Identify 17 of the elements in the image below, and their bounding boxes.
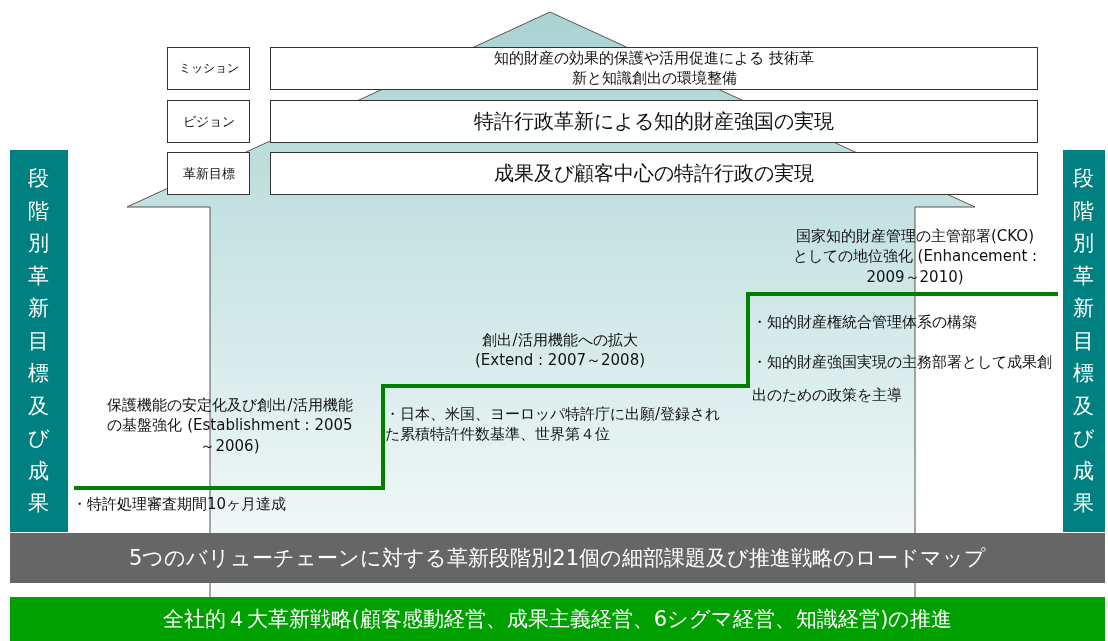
stage-heading: 創出/活用機能への拡大 (Extend : 2007～2008) [473, 330, 647, 371]
row-label: ミッション [167, 47, 250, 90]
strategy-bar: 全社的４大革新戦略(顧客感動経営、成果主義経営、6シグマ経営、知識経営)の推進 [10, 597, 1105, 641]
stage-heading: 国家知的財産管理の主管部署(CKO)としての地位強化 (Enhancement : 2009～2010) [791, 226, 1039, 287]
roadmap-bar: 5つのバリューチェーンに対する革新段階別21個の細部課題及び推進戦略のロードマップ [10, 533, 1105, 583]
goal-box: 成果及び顧客中心の特許行政の実現 [270, 152, 1038, 195]
side-banner: 段階別革新目標及び成果 [1063, 150, 1105, 532]
achievement-text: ・知的財産強国実現の主務部署として成果創出のための政策を主導 [752, 352, 1053, 406]
vision-box: 特許行政革新による知的財産強国の実現 [270, 100, 1038, 143]
stage-heading: 保護機能の安定化及び創出/活用機能の基盤強化 (Establishment : 2005～2006) [106, 395, 354, 456]
achievement-text: ・日本、米国、ヨーロッパ特許庁に出願/登録された累積特許件数基準、世界第４位 [385, 404, 722, 445]
achievement-text: ・特許処理審査期間10ヶ月達成 [72, 494, 288, 515]
side-banner: 段階別革新目標及び成果 [10, 150, 68, 532]
mission-box: 知的財産の効果的保護や活用促進による 技術革新と知識創出の環境整備 [270, 47, 1038, 90]
row-label: 革新目標 [167, 152, 250, 195]
row-label: ビジョン [167, 100, 250, 143]
achievement-text: ・知的財産権統合管理体系の構築 [752, 312, 978, 333]
